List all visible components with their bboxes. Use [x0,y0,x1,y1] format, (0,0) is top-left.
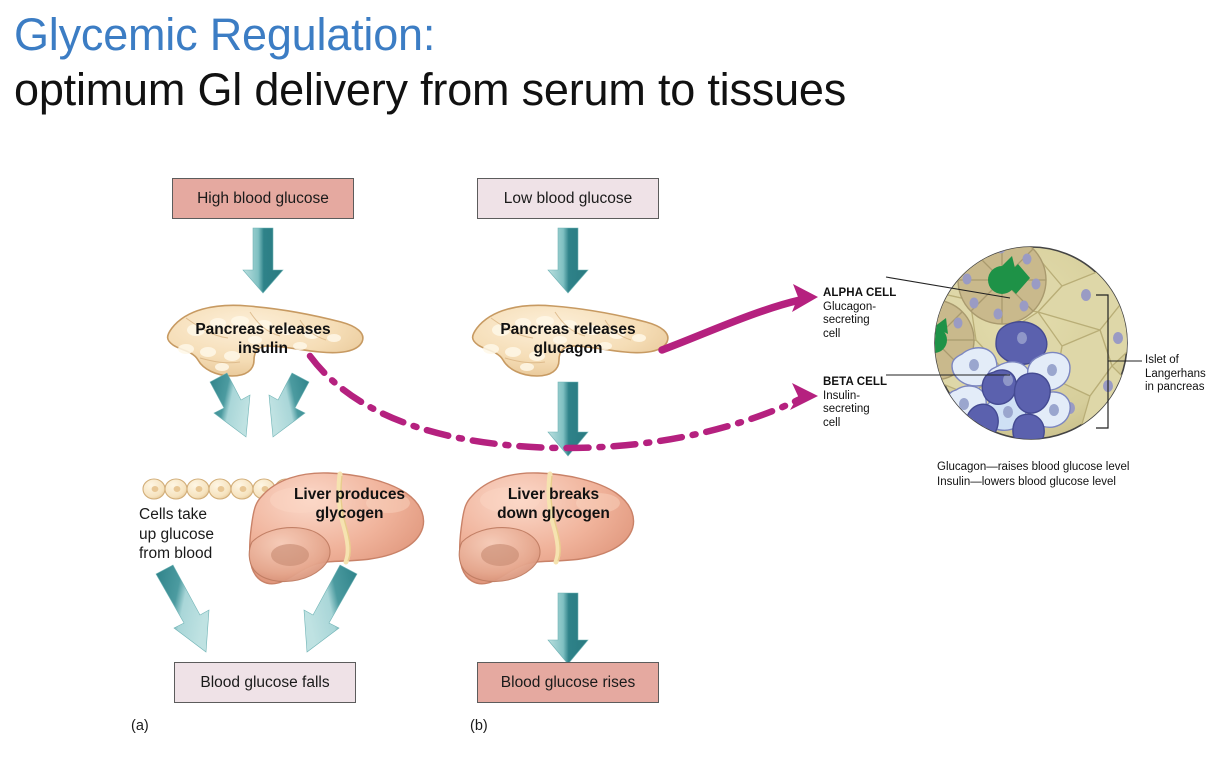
glycemic-regulation-figure: High blood glucose Pancreas releases ins… [0,160,1216,760]
box-high-blood-glucose: High blood glucose [172,178,354,219]
slide-title-block: Glycemic Regulation: optimum Gl delivery… [14,8,1114,118]
magenta-arrow-to-alpha-cell [658,284,818,354]
box-blood-glucose-falls: Blood glucose falls [174,662,356,703]
box-blood-glucose-falls-label: Blood glucose falls [200,673,330,691]
islet-of-langerhans-label: Islet of Langerhans in pancreas [1145,354,1216,395]
beta-cell-desc-line2: secreting [823,403,870,415]
magenta-dashdot-arrow-to-beta-cell [306,352,818,452]
page-title: Glycemic Regulation: [14,9,436,60]
panel-b-caption: (b) [470,718,488,734]
beta-cell-desc-line1: Insulin- [823,389,861,402]
islet-caption-line1: Glucagon—raises blood glucose level [937,461,1130,473]
beta-cell-desc-line3: cell [823,416,841,429]
cells-label-line1: Cells take [139,506,208,523]
beta-cell-title: BETA CELL [823,376,888,388]
pancreas-illustration-a [166,304,364,377]
arrow-b-bottom [547,592,589,665]
alpha-cell-desc-line3: cell [823,327,841,340]
pancreas-illustration-b [471,304,669,377]
islet-of-langerhans-illustration [885,246,1142,440]
box-high-blood-glucose-label: High blood glucose [197,189,329,207]
alpha-cell-label: ALPHA CELL Glucagon- secreting cell [823,287,913,341]
beta-cell-label: BETA CELL Insulin- secreting cell [823,376,913,430]
box-blood-glucose-rises-label: Blood glucose rises [500,673,636,691]
arrow-a-top [242,227,284,294]
page-subtitle: optimum Gl delivery from serum to tissue… [14,64,847,115]
cells-take-up-glucose-label: Cells take up glucose from blood [139,505,269,564]
box-blood-glucose-rises: Blood glucose rises [477,662,659,703]
alpha-cell-title: ALPHA CELL [823,287,897,299]
cells-label-line3: from blood [139,545,213,562]
box-low-blood-glucose-label: Low blood glucose [503,189,633,207]
arrow-a-left-converge [155,564,210,653]
arrow-a-right-diverge [268,372,310,438]
arrow-b-middle [547,381,589,457]
liver-illustration-a [248,471,425,585]
arrow-b-top [547,227,589,294]
islet-label-line1: Islet of [1145,354,1179,366]
box-low-blood-glucose: Low blood glucose [477,178,659,219]
islet-label-line2: Langerhans [1145,367,1206,380]
liver-illustration-b [458,471,635,585]
islet-label-line3: in pancreas [1145,381,1205,393]
alpha-cell-desc-line1: Glucagon- [823,300,877,313]
panel-a-caption: (a) [131,718,149,734]
alpha-cell-desc-line2: secreting [823,314,870,326]
arrow-a-left-diverge [209,372,251,438]
islet-caption-line2: Insulin—lowers blood glucose level [937,476,1116,488]
cells-label-line2: up glucose [139,525,214,543]
arrow-a-right-converge [303,564,358,653]
islet-caption: Glucagon—raises blood glucose level Insu… [937,460,1197,490]
figure-graphics-layer [142,227,1142,665]
